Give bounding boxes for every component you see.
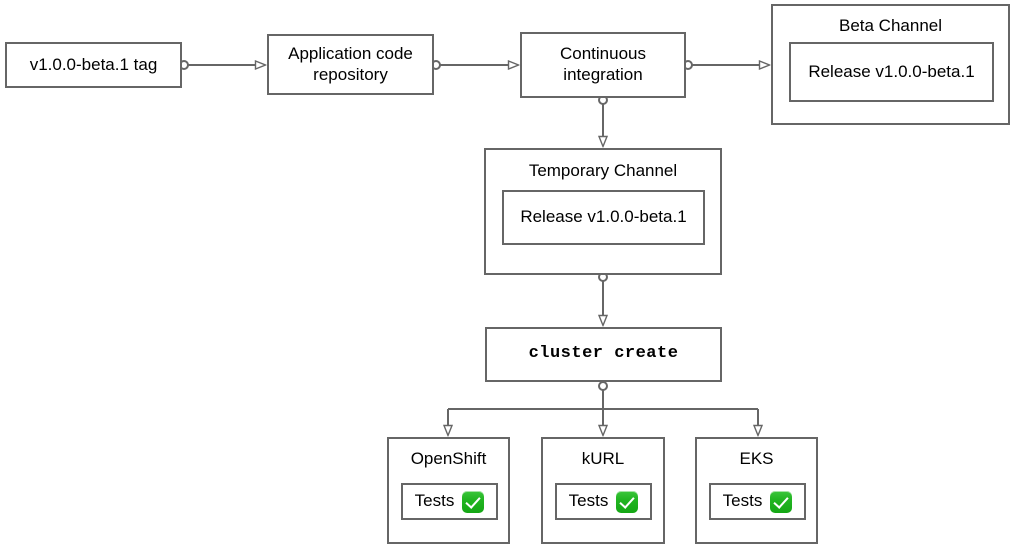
kurl-tests-row: Tests [568, 490, 639, 513]
kurl-tests-label: Tests [568, 491, 609, 511]
node-label: v1.0.0-beta.1 tag [29, 54, 158, 74]
beta-channel-release-label: Release v1.0.0-beta.1 [808, 61, 975, 81]
cluster-create-label: cluster create [528, 344, 679, 364]
node-version-tag[interactable]: v1.0.0-beta.1 tag [5, 42, 182, 88]
eks-tests-label: Tests [722, 491, 763, 511]
beta-channel-release-box[interactable]: Release v1.0.0-beta.1 [789, 42, 994, 102]
node-label-line2: integration [563, 65, 643, 84]
eks-title: EKS [739, 449, 774, 468]
edge-tag-to-repo [179, 60, 265, 69]
edge-temporary-channel-to-cluster-create [599, 272, 608, 325]
temporary-channel-title: Temporary Channel [528, 161, 678, 180]
node-label-line1: Application code [288, 43, 413, 63]
node-kurl[interactable]: kURL Tests [541, 437, 665, 544]
node-label: Continuous integration [560, 44, 646, 85]
temporary-channel-release-label: Release v1.0.0-beta.1 [520, 207, 687, 227]
edge-ci-to-temporary-channel [599, 95, 608, 146]
edge-cluster-create-branch [448, 381, 758, 435]
node-continuous-integration[interactable]: Continuous integration [520, 32, 686, 98]
node-application-code-repository[interactable]: Application code repository [267, 34, 434, 95]
node-cluster-create[interactable]: cluster create [485, 327, 722, 382]
node-beta-channel[interactable]: Beta Channel Release v1.0.0-beta.1 [771, 4, 1010, 125]
node-label-line2: repository [313, 64, 388, 84]
node-label: Application code repository [288, 44, 413, 85]
edge-ci-to-beta-channel [683, 60, 769, 69]
beta-channel-title: Beta Channel [838, 16, 943, 35]
kurl-tests-box[interactable]: Tests [555, 483, 652, 520]
openshift-tests-box[interactable]: Tests [401, 483, 498, 520]
temporary-channel-release-box[interactable]: Release v1.0.0-beta.1 [502, 190, 705, 245]
node-label-line1: Continuous [559, 44, 646, 64]
openshift-title: OpenShift [410, 449, 487, 468]
edge-repo-to-ci [431, 60, 518, 69]
node-eks[interactable]: EKS Tests [695, 437, 818, 544]
openshift-tests-row: Tests [414, 490, 485, 513]
node-openshift[interactable]: OpenShift Tests [387, 437, 510, 544]
openshift-tests-label: Tests [414, 491, 455, 511]
green-check-icon [770, 490, 793, 513]
green-check-icon [616, 490, 639, 513]
kurl-title: kURL [581, 449, 625, 468]
node-temporary-channel[interactable]: Temporary Channel Release v1.0.0-beta.1 [484, 148, 722, 275]
green-check-icon [462, 490, 485, 513]
eks-tests-box[interactable]: Tests [709, 483, 806, 520]
eks-tests-row: Tests [722, 490, 793, 513]
